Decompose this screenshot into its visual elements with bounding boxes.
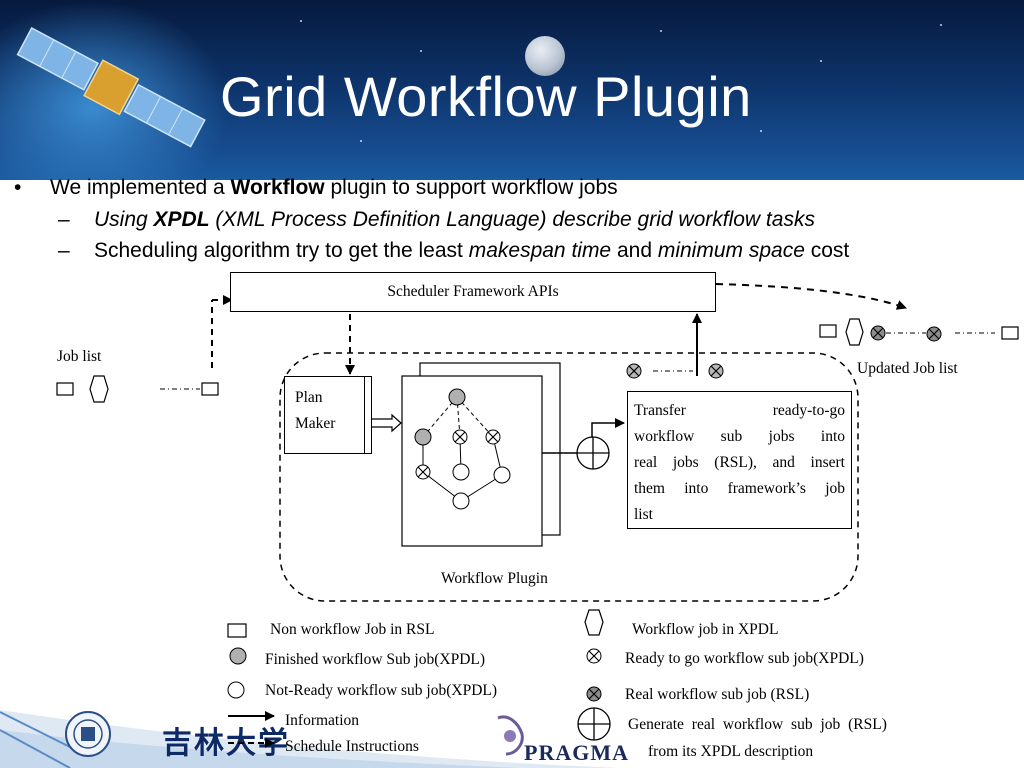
legend-ready-icon bbox=[586, 648, 602, 664]
ready-sub-job-node bbox=[452, 429, 468, 445]
real-sub-job-icon bbox=[926, 326, 942, 342]
updated-job-list-arrow bbox=[715, 283, 907, 310]
ready-sub-job-node bbox=[485, 429, 501, 445]
workflow-plugin-label: Workflow Plugin bbox=[441, 570, 548, 587]
legend-generate-label-2: from its XPDL description bbox=[648, 743, 814, 760]
not-ready-sub-job-node bbox=[452, 463, 470, 481]
bullet-2-pre: Using bbox=[94, 208, 154, 231]
star bbox=[940, 24, 942, 26]
plan-to-workflow-arrow bbox=[369, 413, 402, 433]
star bbox=[360, 140, 362, 142]
non-workflow-job-icon bbox=[201, 382, 219, 396]
real-sub-job-icon bbox=[870, 325, 886, 341]
transfer-line-5: list bbox=[634, 506, 653, 523]
moon-icon bbox=[525, 36, 565, 76]
legend-workflow-job-icon bbox=[584, 609, 604, 636]
footer-decoration bbox=[0, 710, 620, 768]
legend-generate-icon bbox=[577, 707, 611, 741]
transfer-box: Transfer ready-to-go workflow sub jobs i… bbox=[627, 391, 852, 529]
not-ready-sub-job-node bbox=[493, 466, 511, 484]
scheduler-framework-box: Scheduler Framework APIs bbox=[230, 272, 716, 312]
non-workflow-job-icon bbox=[819, 324, 837, 338]
transfer-line-1: Transfer ready-to-go bbox=[634, 402, 845, 419]
legend-ready-label: Ready to go workflow sub job(XPDL) bbox=[625, 650, 864, 667]
ready-sub-job-icon bbox=[626, 363, 642, 379]
workflow-job-icon bbox=[89, 375, 109, 403]
bullet-1-post: plugin to support workflow jobs bbox=[324, 176, 618, 199]
bullet-1-pre: We implemented a bbox=[50, 176, 231, 199]
slide-header: Grid Workflow Plugin bbox=[0, 0, 1024, 180]
star bbox=[760, 130, 762, 132]
plan-maker-divider bbox=[364, 376, 365, 454]
star bbox=[660, 30, 662, 32]
plan-maker-line-1: Plan bbox=[295, 389, 323, 406]
legend-workflow-job-label: Workflow job in XPDL bbox=[632, 621, 779, 638]
bullet-1-bold: Workflow bbox=[230, 176, 325, 199]
legend-generate-label-1: Generate real workflow sub job (RSL) bbox=[628, 716, 887, 733]
star bbox=[820, 60, 822, 62]
bullet-3: – Scheduling algorithm try to get the lea… bbox=[58, 239, 849, 263]
legend-not-ready-icon bbox=[227, 681, 245, 699]
bullet-2-bold: XPDL bbox=[153, 208, 210, 231]
bullet-3-post: cost bbox=[804, 239, 850, 262]
generate-real-job-icon bbox=[576, 436, 610, 470]
university-seal-icon bbox=[65, 711, 111, 757]
bullet-1: • We implemented a Workflow plugin to sup… bbox=[14, 176, 618, 200]
bullet-3-pre: Scheduling algorithm try to get the leas… bbox=[94, 239, 469, 262]
job-list-label: Job list bbox=[57, 348, 102, 365]
star bbox=[420, 50, 422, 52]
finished-sub-job-node bbox=[448, 388, 466, 406]
bullet-3-italic-2: minimum space bbox=[657, 239, 805, 262]
legend-finished-icon bbox=[229, 647, 247, 665]
pragma-logo-text: PRAGMA bbox=[524, 740, 629, 765]
satellite-icon bbox=[16, 27, 206, 148]
legend-non-workflow-icon bbox=[227, 623, 247, 638]
legend-information-label: Information bbox=[285, 712, 360, 729]
finished-sub-job-node bbox=[414, 428, 432, 446]
dag-edges-dashed bbox=[422, 396, 494, 438]
scheduler-framework-label: Scheduler Framework APIs bbox=[387, 283, 559, 300]
bullet-dot: • bbox=[14, 176, 22, 199]
plan-maker-box: Plan Maker bbox=[284, 376, 372, 454]
slide-title: Grid Workflow Plugin bbox=[220, 65, 752, 128]
transfer-line-3: real jobs (RSL), and insert bbox=[634, 454, 845, 471]
non-workflow-job-icon bbox=[56, 382, 74, 396]
bullet-dash: – bbox=[58, 208, 70, 231]
workflow-plugin-boundary bbox=[279, 352, 859, 602]
not-ready-sub-job-node bbox=[452, 492, 470, 510]
transfer-line-2: workflow sub jobs into bbox=[634, 428, 845, 445]
ready-sub-job-icon bbox=[708, 363, 724, 379]
bullet-3-mid: and bbox=[611, 239, 658, 262]
ready-sub-job-node bbox=[415, 464, 431, 480]
bullet-dash: – bbox=[58, 239, 70, 262]
plan-maker-line-2: Maker bbox=[295, 415, 336, 432]
legend-real-icon bbox=[586, 686, 602, 702]
legend-schedule-label: Schedule Instructions bbox=[285, 738, 419, 755]
non-workflow-job-icon bbox=[1001, 326, 1019, 340]
pragma-emblem-icon bbox=[497, 715, 524, 756]
bullet-2-post: (XML Process Definition Language) descri… bbox=[209, 208, 815, 231]
updated-job-list-label: Updated Job list bbox=[857, 360, 958, 377]
legend-not-ready-label: Not-Ready workflow sub job(XPDL) bbox=[265, 682, 498, 699]
bullet-2: – Using XPDL (XML Process Definition Lang… bbox=[58, 208, 815, 232]
legend-finished-label: Finished workflow Sub job(XPDL) bbox=[265, 651, 486, 668]
legend-non-workflow-label: Non workflow Job in RSL bbox=[270, 621, 435, 638]
transfer-line-4: them into framework’s job bbox=[634, 480, 845, 497]
workflow-page-front bbox=[401, 375, 543, 547]
legend-real-label: Real workflow sub job (RSL) bbox=[625, 686, 810, 703]
legend-arrows bbox=[228, 711, 275, 748]
bullet-3-italic-1: makespan time bbox=[468, 239, 612, 262]
workflow-job-icon bbox=[845, 318, 864, 346]
star bbox=[300, 20, 302, 22]
